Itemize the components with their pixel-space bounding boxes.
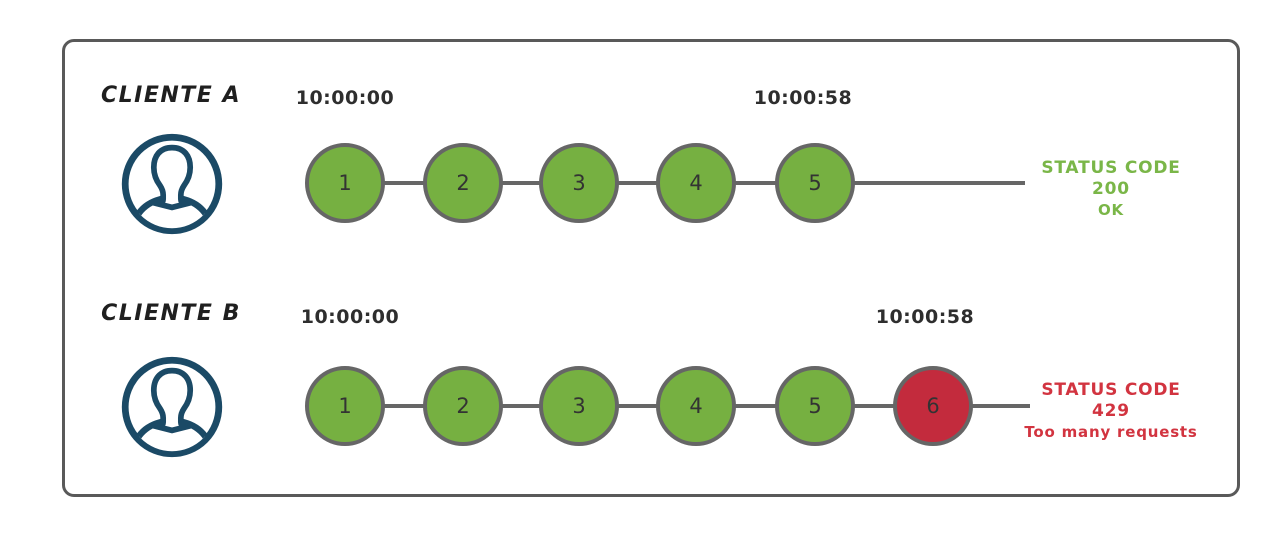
client-b-status-code: STATUS CODE 429 <box>1041 380 1181 421</box>
client-b-request-2: 2 <box>423 366 503 446</box>
client-a-name: CLIENTE A <box>100 83 241 108</box>
client-b-status: STATUS CODE 429 Too many requests <box>1023 380 1199 443</box>
client-b-avatar-icon <box>120 355 224 459</box>
user-avatar-icon <box>121 356 223 458</box>
client-a-request-2: 2 <box>423 143 503 223</box>
client-b-request-6: 6 <box>893 366 973 446</box>
client-b-request-4: 4 <box>656 366 736 446</box>
client-a-start-time: 10:00:00 <box>295 87 395 109</box>
client-a-request-1: 1 <box>305 143 385 223</box>
client-a-status: STATUS CODE 200 OK <box>1023 158 1199 221</box>
client-b-request-3: 3 <box>539 366 619 446</box>
user-avatar-icon <box>121 133 223 235</box>
client-b-start-time: 10:00:00 <box>300 306 400 328</box>
client-b-status-message: Too many requests <box>1024 423 1198 441</box>
rate-limit-panel: CLIENTE A 10:00:00 10:00:58 1 2 3 4 5 ST… <box>62 39 1240 497</box>
client-a-request-4: 4 <box>656 143 736 223</box>
client-b-end-time: 10:00:58 <box>875 306 975 328</box>
client-a-avatar-icon <box>120 132 224 236</box>
client-a-request-3: 3 <box>539 143 619 223</box>
client-a-end-time: 10:00:58 <box>753 87 853 109</box>
client-b-request-5: 5 <box>775 366 855 446</box>
client-a-status-code: STATUS CODE 200 <box>1041 158 1181 199</box>
client-b-name: CLIENTE B <box>101 301 241 326</box>
client-b-request-1: 1 <box>305 366 385 446</box>
client-a-request-5: 5 <box>775 143 855 223</box>
client-a-status-message: OK <box>1098 201 1124 219</box>
